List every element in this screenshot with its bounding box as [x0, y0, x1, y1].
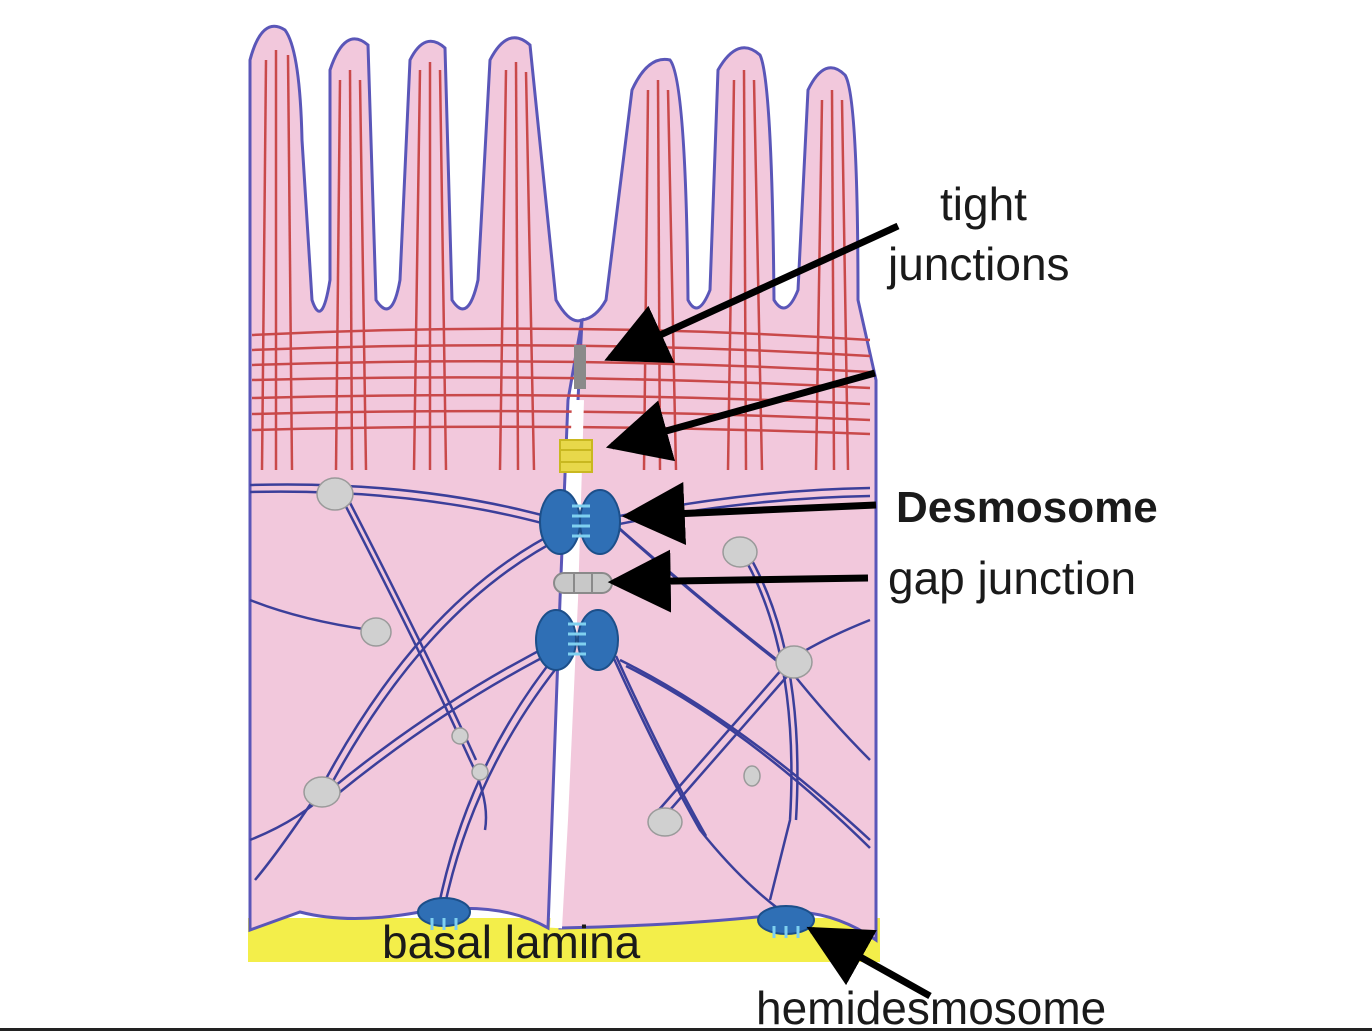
arrow-adherens — [605, 369, 876, 462]
bottom-border — [0, 1028, 1372, 1031]
desmosome-lower — [535, 609, 619, 671]
label-basal-lamina: basal lamina — [382, 916, 641, 968]
arrow-desmosome — [621, 482, 877, 545]
filament-nodes — [303, 477, 813, 837]
desmosome-upper — [539, 489, 621, 555]
arrow-hemidesmosome — [806, 926, 932, 1000]
gap-junction — [553, 572, 613, 594]
left-cell — [248, 24, 584, 933]
hemidesmosome-right — [757, 905, 815, 938]
label-tight: tight — [940, 178, 1027, 230]
actin-bundles — [251, 50, 871, 471]
label-desmosome: Desmosome — [896, 483, 1158, 532]
arrow-gap-junction — [607, 549, 869, 613]
label-gap-junction: gap junction — [888, 552, 1137, 604]
label-hemidesmosome: hemidesmosome — [756, 982, 1107, 1034]
tight-junction — [574, 345, 586, 389]
arrow-tight-junction — [604, 222, 900, 364]
label-junctions: junctions — [888, 238, 1070, 290]
adherens-junction — [559, 439, 593, 473]
hemidesmosome-left — [417, 897, 471, 930]
